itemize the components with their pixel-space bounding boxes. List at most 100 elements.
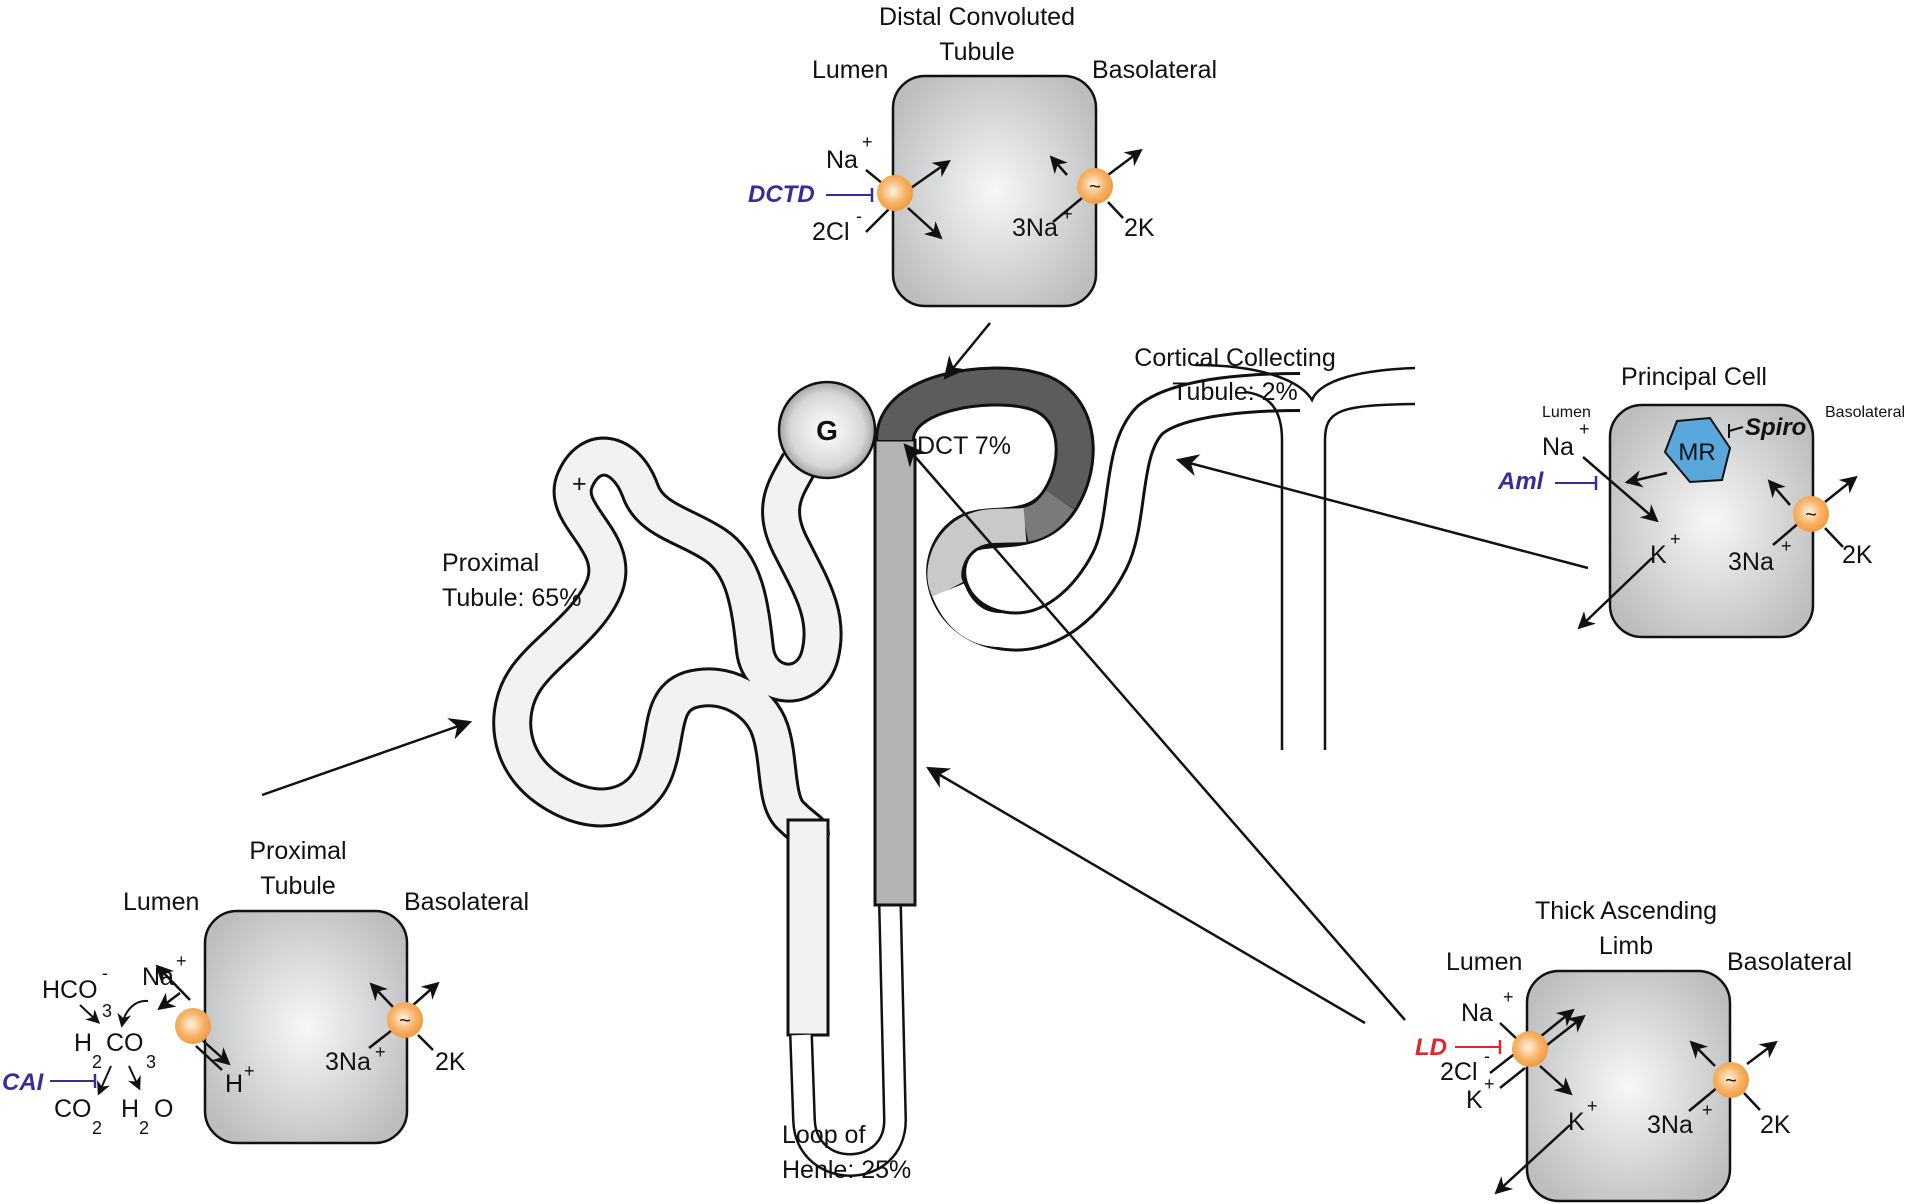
- pump-symbol: ~: [399, 1010, 411, 1032]
- proximal-cell-title-1: Proximal: [249, 837, 346, 865]
- principal-basolateral-label: Basolateral: [1825, 404, 1905, 421]
- dct-k2-ion: 2K: [1124, 214, 1155, 242]
- proximal-nak-pump: [387, 1002, 423, 1038]
- aml-drug-label: Aml: [1497, 468, 1545, 495]
- dct-cl-ion: 2Cl: [812, 218, 850, 246]
- distal-convoluted-tubule: [875, 366, 1301, 652]
- dct-cell-title-2: Tubule: [939, 38, 1015, 66]
- dct-cell-panel: Distal Convoluted Tubule Lumen Basolater…: [748, 3, 1217, 308]
- proximal-na-ion: Na: [142, 963, 174, 991]
- pump-symbol: ~: [1089, 176, 1101, 198]
- ncc-transporter: [877, 175, 913, 211]
- tal-cell-title-2: Limb: [1599, 932, 1653, 960]
- co2-sub: 2: [92, 1118, 102, 1138]
- dct-na3-ion: 3Na: [1012, 214, 1058, 242]
- nak-pump: [1077, 168, 1113, 204]
- principal-k2-ion: 2K: [1842, 541, 1873, 569]
- tal-cell-body: [1525, 969, 1732, 1203]
- mr-label: MR: [1678, 439, 1715, 466]
- loop-label-2: Henle: 25%: [782, 1156, 911, 1184]
- tal-cl-ion: 2Cl: [1440, 1058, 1478, 1086]
- proximal-na-charge: +: [176, 951, 187, 971]
- proximal-basolateral-label: Basolateral: [404, 888, 529, 916]
- principal-na-ion: Na: [1542, 433, 1574, 461]
- glomerulus: G: [777, 380, 877, 480]
- arrow-to-dct: [943, 322, 991, 380]
- tal-cl-charge: -: [1484, 1046, 1490, 1066]
- h2o-h: H: [121, 1095, 139, 1123]
- dct-lumen-label: Lumen: [812, 56, 888, 84]
- pct: [0, 0, 817, 900]
- pump-symbol: ~: [1805, 504, 1817, 526]
- principal-k-charge: +: [1670, 529, 1681, 549]
- dct-na-charge: +: [862, 132, 873, 152]
- tal-kin-charge: +: [1484, 1074, 1495, 1094]
- tal-k2-ion: 2K: [1760, 1111, 1791, 1139]
- dctd-drug-label: DCTD: [748, 181, 815, 208]
- proximal-na3-ion: 3Na: [325, 1048, 371, 1076]
- tal-na3-charge: +: [1702, 1100, 1713, 1120]
- dct-basolateral-label: Basolateral: [1092, 56, 1217, 84]
- h2co3-sub2: 3: [146, 1052, 156, 1072]
- spiro-drug-label: Spiro: [1745, 414, 1806, 441]
- proximal-cell-title-2: Tubule: [260, 872, 336, 900]
- arrow-to-proximal: [261, 718, 473, 797]
- tal-nak-pump: [1713, 1062, 1749, 1098]
- h2co3-h: H: [74, 1029, 92, 1057]
- mr-receptor: [1663, 416, 1732, 484]
- principal-na3-charge: +: [1781, 536, 1792, 556]
- tal-na3-ion: 3Na: [1647, 1111, 1693, 1139]
- ld-drug-label: LD: [1415, 1034, 1447, 1061]
- tal-kin-ion: K: [1466, 1086, 1483, 1114]
- plus-mark: +: [572, 470, 587, 498]
- collecting-duct: [1194, 363, 1416, 750]
- co2: CO: [54, 1095, 92, 1123]
- proximal-cell-panel: Proximal Tubule Lumen Basolateral Na + H…: [2, 837, 529, 1145]
- proximal-cell-body: [203, 909, 409, 1145]
- glomerulus-circle: [777, 380, 877, 480]
- h2co3-sub1: 2: [92, 1052, 102, 1072]
- tal-na-ion: Na: [1461, 999, 1493, 1027]
- tal-cell-title-1: Thick Ascending: [1535, 897, 1717, 925]
- pointer-arrows: [261, 322, 1589, 1025]
- principal-na3-ion: 3Na: [1728, 548, 1774, 576]
- pump-symbol: ~: [1725, 1070, 1737, 1092]
- glomerulus-label: G: [816, 415, 838, 446]
- hco3-sub: 3: [102, 1001, 112, 1021]
- arrow-to-tal: [926, 766, 1366, 1025]
- dct-na3-charge: +: [1062, 204, 1073, 224]
- dct-na-ion: Na: [826, 146, 858, 174]
- cai-drug-label: CAI: [2, 1069, 45, 1096]
- proximal-lumen-label: Lumen: [123, 888, 199, 916]
- principal-na-charge: +: [1579, 419, 1590, 439]
- principal-cell-panel: Principal Cell Lumen Basolateral MR Spir…: [1497, 363, 1905, 639]
- arrow-to-dct-start: [903, 443, 1406, 1021]
- h2co3-co: CO: [106, 1029, 144, 1057]
- tal-k-ion: K: [1568, 1108, 1585, 1136]
- collecting-label-1: Cortical Collecting: [1134, 344, 1335, 372]
- tal-basolateral-label: Basolateral: [1727, 948, 1852, 976]
- proximal-k2-ion: 2K: [435, 1048, 466, 1076]
- loop-label-1: Loop of: [782, 1121, 865, 1149]
- tal-lumen-label: Lumen: [1446, 948, 1522, 976]
- h2o-sub: 2: [139, 1118, 149, 1138]
- collecting-label-2: Tubule: 2%: [1172, 378, 1298, 406]
- dct-cell-title-1: Distal Convoluted: [879, 3, 1075, 31]
- proximal-tubule-visual: [492, 436, 843, 846]
- hco3-charge: -: [102, 963, 108, 983]
- principal-nak-pump: [1793, 496, 1829, 532]
- tal-k-charge: +: [1587, 1096, 1598, 1116]
- dct-cl-charge: -: [856, 206, 862, 226]
- h2o-o: O: [154, 1095, 173, 1123]
- dct-label: DCT 7%: [917, 432, 1011, 460]
- proximal-label-2: Tubule: 65%: [442, 584, 581, 612]
- proximal-h-charge: +: [244, 1061, 255, 1081]
- arrow-to-collecting: [1175, 454, 1589, 570]
- nkcc2-transporter: [1512, 1031, 1548, 1067]
- proximal-na3-charge: +: [375, 1042, 386, 1062]
- nhe-transporter: [175, 1008, 211, 1044]
- tal-na-charge: +: [1503, 987, 1514, 1007]
- principal-lumen-label: Lumen: [1542, 404, 1591, 421]
- principal-cell-title: Principal Cell: [1621, 363, 1767, 391]
